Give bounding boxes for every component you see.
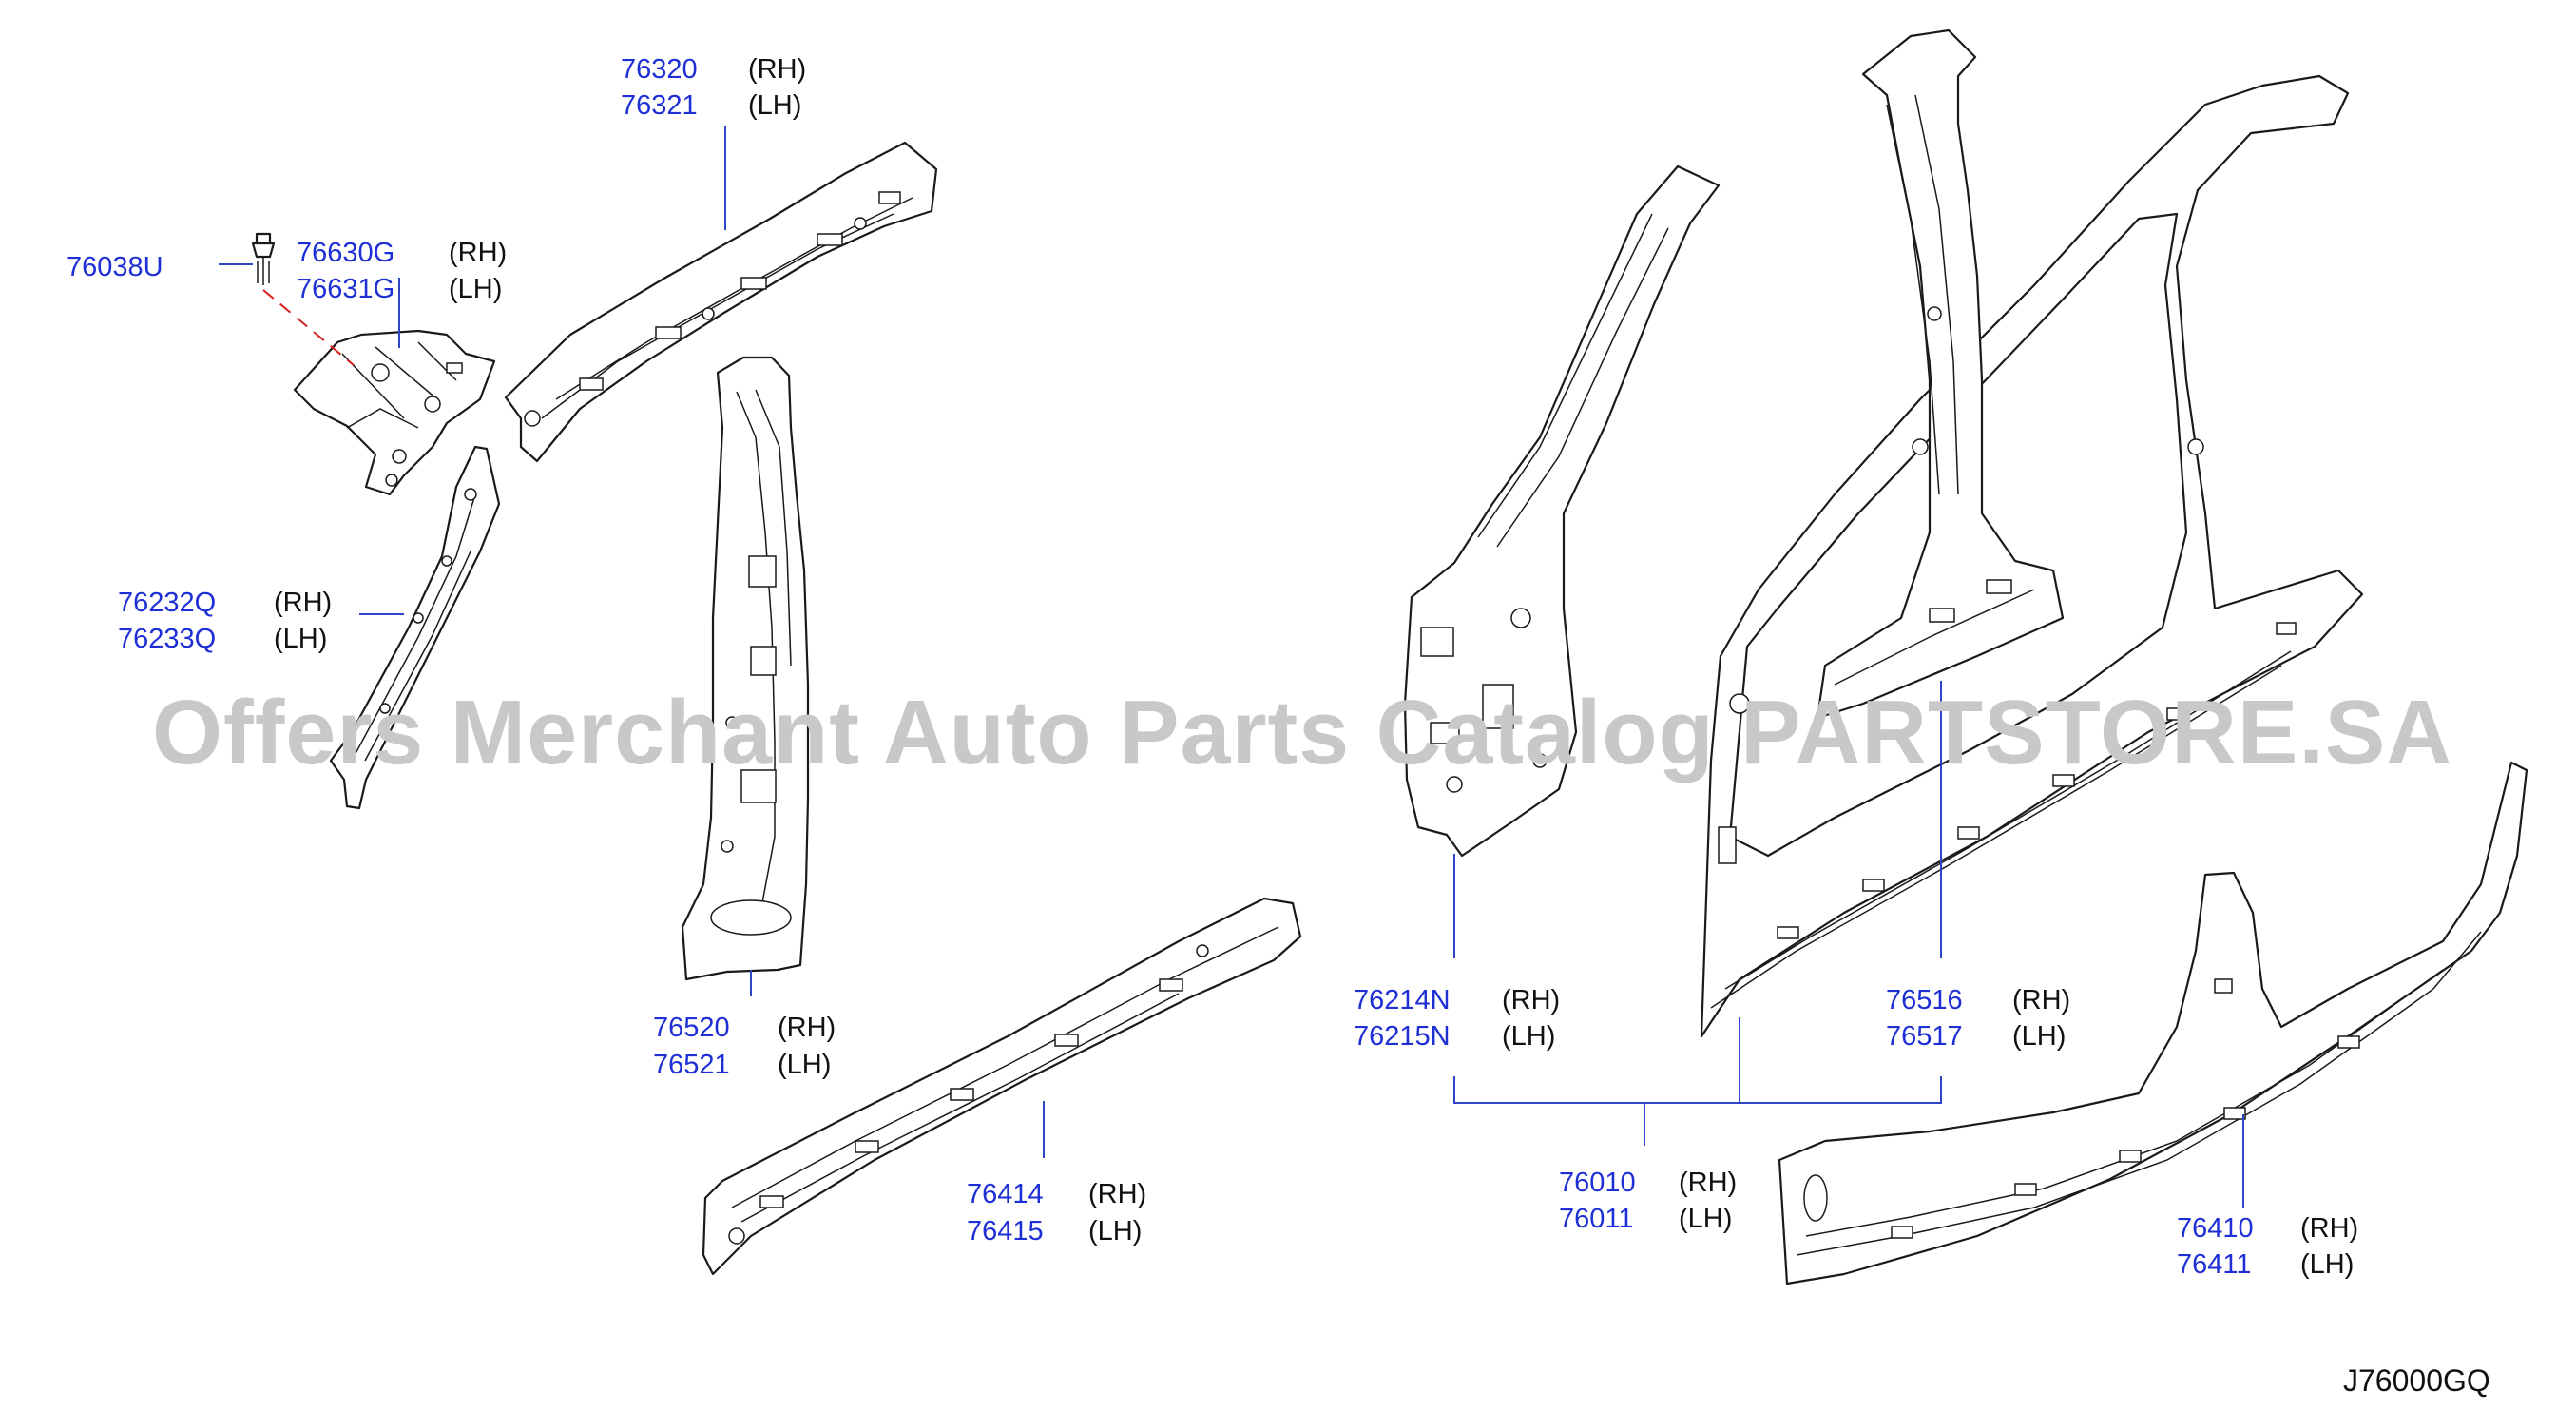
side-label-rh: (RH): [274, 588, 332, 618]
leader-76214n-76516-bracket: [1453, 1076, 1942, 1104]
side-label-rh: (RH): [2012, 985, 2070, 1015]
body-side-outer-76010-drawing[interactable]: [1700, 74, 2364, 1038]
side-label-lh: (LH): [1502, 1021, 1555, 1052]
side-label-rh: (RH): [449, 238, 507, 268]
part-number-76410[interactable]: 76410: [2177, 1213, 2254, 1244]
center-pillar-inner-76516-drawing[interactable]: [1816, 29, 2065, 720]
side-label-lh: (LH): [449, 274, 502, 304]
bolt-76038u-drawing[interactable]: [251, 232, 276, 285]
pillar-reinforcement-76232q-drawing[interactable]: [329, 445, 501, 810]
side-label-rh: (RH): [1088, 1179, 1146, 1209]
center-pillar-76520-drawing[interactable]: [681, 356, 810, 981]
front-pillar-76214n-drawing[interactable]: [1403, 164, 1721, 858]
side-label-lh: (LH): [748, 90, 801, 121]
part-number-76010[interactable]: 76010: [1559, 1168, 1636, 1198]
watermark-text: Offers Merchant Auto Parts Catalog PARTS…: [152, 682, 2452, 783]
diagram-code: J76000GQ: [2343, 1363, 2490, 1398]
part-number-76630g[interactable]: 76630G: [297, 238, 394, 268]
part-number-76517[interactable]: 76517: [1886, 1021, 1963, 1052]
side-label-rh: (RH): [778, 1013, 836, 1043]
part-number-76038u[interactable]: 76038U: [67, 252, 163, 282]
part-number-76414[interactable]: 76414: [967, 1179, 1044, 1209]
part-number-76415[interactable]: 76415: [967, 1216, 1044, 1247]
part-number-76011[interactable]: 76011: [1559, 1204, 1634, 1234]
part-number-76233q[interactable]: 76233Q: [118, 624, 216, 654]
part-number-76520[interactable]: 76520: [653, 1013, 730, 1043]
part-number-76320[interactable]: 76320: [621, 54, 698, 85]
side-label-lh: (LH): [778, 1050, 831, 1080]
outer-sill-76410-drawing[interactable]: [1778, 761, 2528, 1285]
side-label-rh: (RH): [1502, 985, 1560, 1015]
part-number-76516[interactable]: 76516: [1886, 985, 1963, 1015]
part-number-76214n[interactable]: 76214N: [1354, 985, 1451, 1015]
side-label-rh: (RH): [748, 54, 806, 85]
part-number-76631g[interactable]: 76631G: [297, 274, 394, 304]
side-label-rh: (RH): [2300, 1213, 2358, 1244]
bracket-76630g-drawing[interactable]: [293, 329, 496, 496]
side-label-lh: (LH): [2012, 1021, 2066, 1052]
part-number-76521[interactable]: 76521: [653, 1050, 730, 1080]
side-label-lh: (LH): [1679, 1204, 1732, 1234]
side-label-lh: (LH): [1088, 1216, 1142, 1247]
part-number-76215n[interactable]: 76215N: [1354, 1021, 1451, 1052]
side-label-rh: (RH): [1679, 1168, 1737, 1198]
side-label-lh: (LH): [2300, 1249, 2354, 1280]
roof-rail-76320-drawing[interactable]: [504, 141, 938, 463]
side-label-lh: (LH): [274, 624, 327, 654]
part-number-76232q[interactable]: 76232Q: [118, 588, 216, 618]
part-number-76411[interactable]: 76411: [2177, 1249, 2252, 1280]
fastener-axis-76038u: [262, 289, 355, 366]
inner-sill-76414-drawing[interactable]: [702, 897, 1302, 1276]
part-number-76321[interactable]: 76321: [621, 90, 698, 121]
